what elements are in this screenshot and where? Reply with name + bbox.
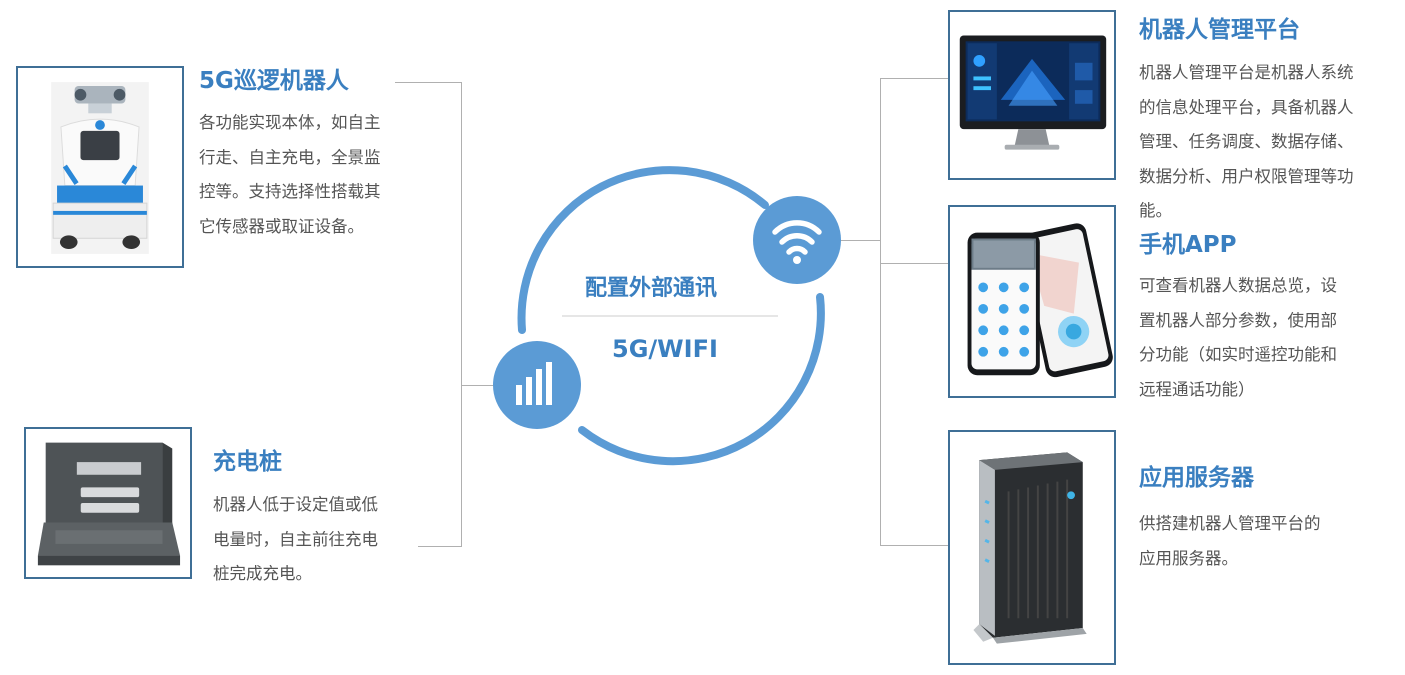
platform-desc-line: 机器人管理平台是机器人系统	[1139, 63, 1354, 82]
connector-right-center	[838, 240, 880, 241]
signal-bars-icon	[493, 341, 581, 429]
charger-desc-line: 电量时，自主前往充电	[213, 529, 378, 549]
server-description: 供搭建机器人管理平台的 应用服务器。	[1139, 507, 1321, 576]
smartphone-app-image	[967, 223, 1113, 378]
charger-image-frame	[24, 427, 192, 579]
robot-description: 各功能实现本体，如自主 行走、自主充电，全景监 控等。支持选择性搭载其 它传感器…	[199, 106, 381, 244]
robot-desc-line: 它传感器或取证设备。	[199, 216, 364, 236]
platform-description: 机器人管理平台是机器人系统 的信息处理平台，具备机器人 管理、任务调度、数据存储…	[1139, 56, 1354, 229]
robot-desc-line: 行走、自主充电，全景监	[199, 147, 381, 167]
connector-left-v	[461, 82, 462, 547]
connector-left-center	[461, 385, 497, 386]
server-desc-line: 应用服务器。	[1139, 548, 1238, 568]
app-desc-line: 分功能（如实时遥控功能和	[1139, 345, 1337, 364]
platform-desc-line: 能。	[1139, 201, 1172, 220]
app-desc-line: 置机器人部分参数，使用部	[1139, 310, 1337, 330]
robot-image-frame	[16, 66, 184, 268]
server-image-frame	[948, 430, 1116, 665]
charger-description: 机器人低于设定值或低 电量时，自主前往充电 桩完成充电。	[213, 488, 378, 592]
connector-charger-h	[418, 546, 461, 547]
center-title: 配置外部通讯	[585, 276, 718, 301]
charger-desc-line: 桩完成充电。	[213, 564, 312, 583]
platform-image-frame	[948, 10, 1116, 180]
app-desc-line: 可查看机器人数据总览，设	[1139, 276, 1337, 295]
robot-title: 5G巡逻机器人	[199, 68, 349, 94]
connector-server-h	[880, 545, 948, 546]
server-desc-line: 供搭建机器人管理平台的	[1139, 514, 1321, 533]
ring-arc-lower	[578, 293, 825, 466]
charger-desc-line: 机器人低于设定值或低	[213, 495, 378, 514]
connector-app-h	[880, 263, 948, 264]
app-title: 手机APP	[1139, 232, 1237, 258]
platform-desc-line: 管理、任务调度、数据存储、	[1139, 132, 1354, 151]
robot-desc-line: 控等。支持选择性搭载其	[199, 182, 381, 201]
connector-right-top-h	[880, 78, 948, 79]
charger-title: 充电桩	[213, 449, 282, 475]
connector-right-v	[880, 78, 881, 546]
wifi-icon	[753, 196, 841, 284]
center-subtitle: 5G/WIFI	[612, 335, 718, 363]
ring-arc-upper	[517, 166, 769, 334]
robot-desc-line: 各功能实现本体，如自主	[199, 113, 381, 132]
app-description: 可查看机器人数据总览，设 置机器人部分参数，使用部 分功能（如实时遥控功能和 远…	[1139, 269, 1337, 407]
server-title: 应用服务器	[1139, 465, 1254, 491]
platform-desc-line: 数据分析、用户权限管理等功	[1139, 166, 1354, 186]
connector-robot-h	[395, 82, 461, 83]
platform-desc-line: 的信息处理平台，具备机器人	[1139, 97, 1354, 117]
charging-station-image	[37, 442, 181, 566]
app-image-frame	[948, 205, 1116, 398]
app-desc-line: 远程通话功能）	[1139, 379, 1255, 399]
platform-title: 机器人管理平台	[1139, 17, 1300, 43]
monitor-dashboard-image	[959, 35, 1107, 150]
patrol-robot-image	[51, 82, 149, 254]
server-tower-image	[973, 452, 1087, 644]
